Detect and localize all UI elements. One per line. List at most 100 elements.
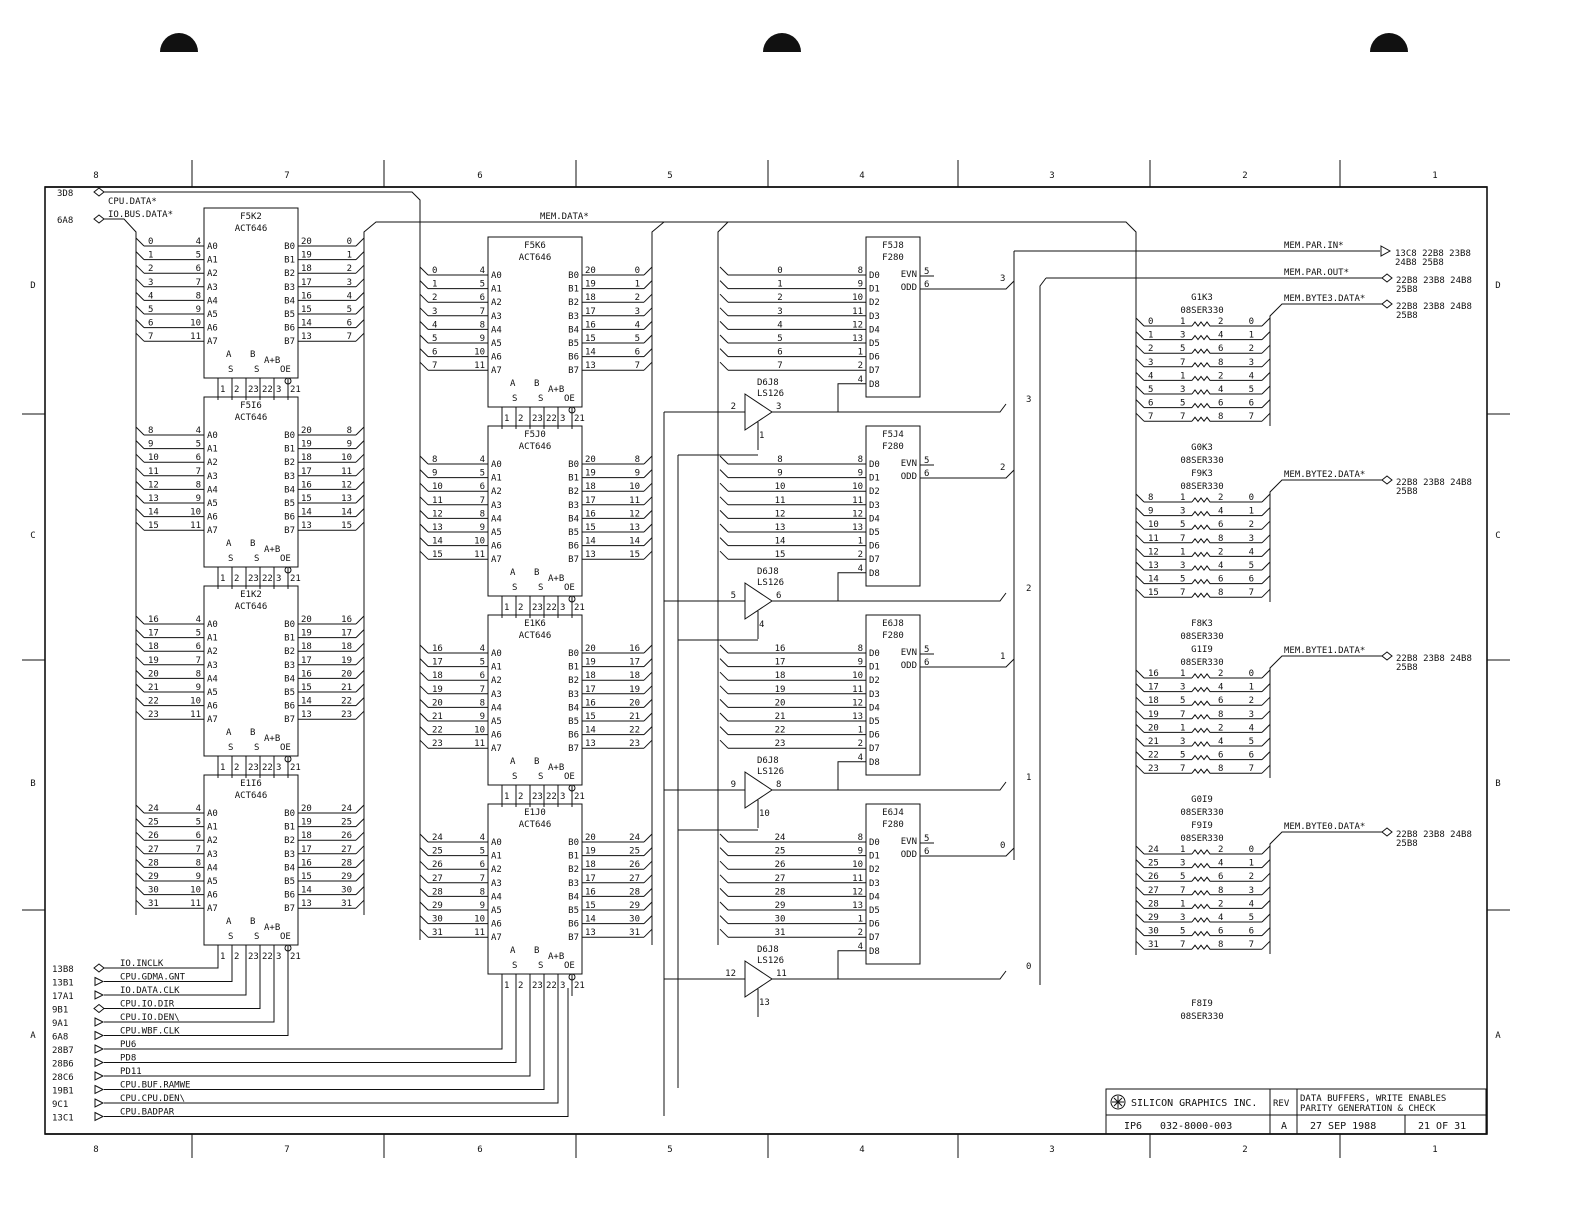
pin-number: 9 [480, 523, 485, 533]
pin-number: 21 [290, 385, 301, 395]
zone-row-left: D [30, 281, 35, 291]
bus-entry [135, 264, 145, 274]
zone-row-left: C [30, 531, 35, 541]
pin-name: A4 [491, 892, 502, 902]
pin-number: 19 [585, 658, 596, 668]
net-label: 27 [432, 874, 443, 884]
net-label: 0 [1249, 669, 1254, 679]
pin-name: B2 [284, 269, 295, 279]
pack-ref: G1I9 [1191, 645, 1213, 655]
pin-name: A2 [207, 269, 218, 279]
pin-number: 10 [474, 537, 485, 547]
chip-ref: E1J0 [524, 808, 546, 818]
bus-entry [355, 845, 365, 855]
mode-label: S [254, 365, 259, 375]
pin-name: B7 [284, 526, 295, 536]
net-label: 2 [1000, 463, 1005, 473]
pin-number: 10 [474, 348, 485, 358]
pin-number: 13 [585, 550, 596, 560]
pin-number: 17 [585, 685, 596, 695]
bus-entry [135, 642, 145, 652]
bus-entry [355, 710, 365, 720]
mode-label: OE [564, 772, 575, 782]
net-label: 7 [1249, 940, 1254, 950]
chip-type: ACT646 [235, 791, 268, 801]
input-port [94, 1057, 105, 1068]
pin-name: A4 [207, 296, 218, 306]
chip-e6j4: E6J4F280EVNODD56D0824D1925D21026D31127D4… [719, 803, 1015, 974]
pin-number: 1 [858, 537, 863, 547]
pin-number: 20 [301, 237, 312, 247]
pin-name: B3 [284, 472, 295, 482]
net-label: 20 [148, 669, 159, 679]
bus-entry [355, 264, 365, 274]
pin-name: A1 [491, 663, 502, 673]
bus-entry [1135, 737, 1145, 747]
pin-number: 8 [776, 780, 781, 790]
bus-entry [135, 629, 145, 638]
wire [104, 958, 261, 1009]
bus-entry [719, 699, 729, 708]
net-label: 26 [629, 860, 640, 870]
net-label: 1 [1249, 507, 1254, 517]
mode-label: B [250, 539, 255, 549]
pin-number: 21 [290, 763, 301, 773]
bus-entry [419, 293, 429, 303]
pin-number: 9 [480, 901, 485, 911]
inversion-bubble [568, 973, 576, 981]
pin-number: 5 [731, 591, 736, 601]
pin-name: EVN [901, 648, 917, 658]
bus-entry [1135, 331, 1145, 340]
wire [1269, 303, 1382, 426]
net-label: 1 [148, 251, 153, 261]
pin-number: 1 [504, 603, 509, 613]
net-label: 6 [635, 348, 640, 358]
mode-label: A [226, 350, 232, 360]
mode-label: B [250, 350, 255, 360]
pin-name: A2 [207, 836, 218, 846]
bus-entry [419, 928, 429, 938]
net-label: 13 [1148, 561, 1159, 571]
pin-number: 22 [262, 385, 273, 395]
pin-number: 18 [301, 453, 312, 463]
bus-entry [419, 739, 429, 749]
chip-body [487, 614, 583, 786]
net-label: 25 [341, 818, 352, 828]
net-label: 20 [432, 698, 443, 708]
pin-name: A3 [491, 312, 502, 322]
pin-number: 7 [1180, 764, 1185, 774]
pin-number: 20 [585, 266, 596, 276]
pin-number: 4 [1218, 331, 1223, 341]
net-label: 18 [432, 671, 443, 681]
pin-name: B0 [568, 838, 579, 848]
pin-number: 8 [858, 833, 863, 843]
pin-name: A4 [207, 674, 218, 684]
net-label: 28 [341, 858, 352, 868]
bus-entry [355, 872, 365, 882]
pin-name: B3 [284, 850, 295, 860]
net-label: 6 [1249, 751, 1254, 761]
input-port [94, 976, 105, 987]
pin-number: 13 [301, 899, 312, 909]
bus-entry [719, 496, 729, 506]
bus-entry [135, 278, 145, 288]
net-label: 15 [1148, 588, 1159, 598]
net-label: 14 [1148, 575, 1159, 585]
bus-entry [355, 278, 365, 288]
bus-entry [355, 305, 365, 315]
signal-name: CPU.BUF.RAMWE [120, 1081, 190, 1091]
bus-entry [1261, 872, 1271, 882]
bus-entry [719, 455, 729, 465]
resistor-zigzag [1191, 917, 1212, 923]
pin-name: A5 [491, 906, 502, 916]
pin-number: 5 [1180, 696, 1185, 706]
chip-ref: F5I6 [240, 401, 262, 411]
pin-name: A1 [491, 285, 502, 295]
pin-name: B4 [568, 325, 579, 335]
pin-name: EVN [901, 270, 917, 280]
pin-name: A6 [207, 513, 218, 523]
pin-number: 7 [480, 874, 485, 884]
